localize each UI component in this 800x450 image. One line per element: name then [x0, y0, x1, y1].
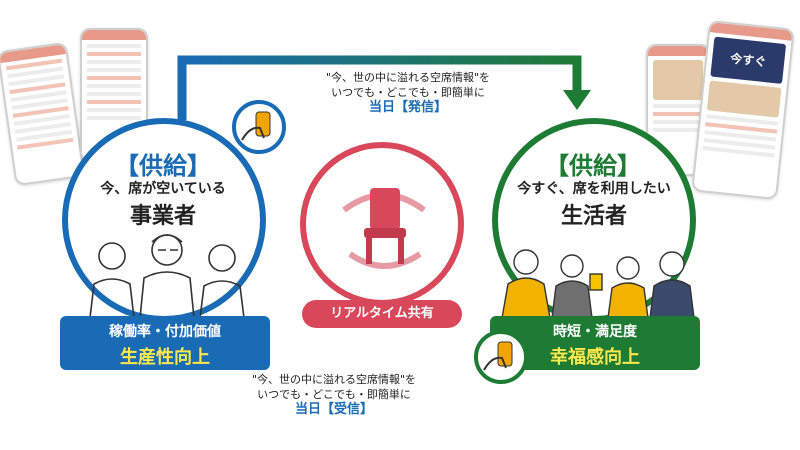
- consumer-role: 生活者: [560, 204, 627, 229]
- chair-icon: [342, 188, 426, 269]
- send-message: "今、世の中に溢れる空席情報"を いつでも・どこでも・即簡単に 当日【発信】: [288, 70, 528, 115]
- send-message-highlight: 当日【発信】: [368, 100, 447, 115]
- business-supply-tag: 【供給】: [115, 152, 211, 180]
- consumer-subtitle: 今すぐ、席を利用したい: [517, 181, 671, 197]
- receive-message-line1: "今、世の中に溢れる空席情報"を: [251, 373, 417, 386]
- receive-message-highlight: 当日【受信】: [294, 402, 373, 417]
- consumer-app-phone: 今すぐ: [691, 19, 795, 201]
- send-message-line1: "今、世の中に溢れる空席情報"を: [325, 71, 491, 84]
- business-benefit-line1: 稼働率・付加価値: [109, 324, 221, 340]
- consumer-supply-tag: 【供給】: [545, 152, 641, 180]
- send-message-line2: いつでも・どこでも・即簡単に: [331, 86, 485, 99]
- business-role: 事業者: [129, 204, 196, 229]
- business-subtitle: 今、席が空いている: [100, 181, 226, 197]
- consumer-benefit-line2: 幸福感向上: [550, 347, 640, 368]
- receive-message-line2: いつでも・どこでも・即簡単に: [257, 388, 411, 401]
- hand-phone-send-icon: [232, 100, 286, 154]
- consumer-toast-illustration: [501, 249, 695, 318]
- business-staff-illustration: [89, 234, 245, 318]
- business-benefit-line2: 生産性向上: [120, 347, 210, 368]
- receive-message: "今、世の中に溢れる空席情報"を いつでも・どこでも・即簡単に 当日【受信】: [214, 372, 454, 417]
- consumer-benefit-line1: 時短・満足度: [553, 324, 637, 340]
- promo-banner: 今すぐ: [710, 36, 787, 84]
- business-benefit-band: 稼働率・付加価値 生産性向上: [60, 316, 270, 370]
- hand-phone-receive-icon: [474, 330, 528, 384]
- realtime-share-label: リアルタイム共有: [302, 300, 462, 328]
